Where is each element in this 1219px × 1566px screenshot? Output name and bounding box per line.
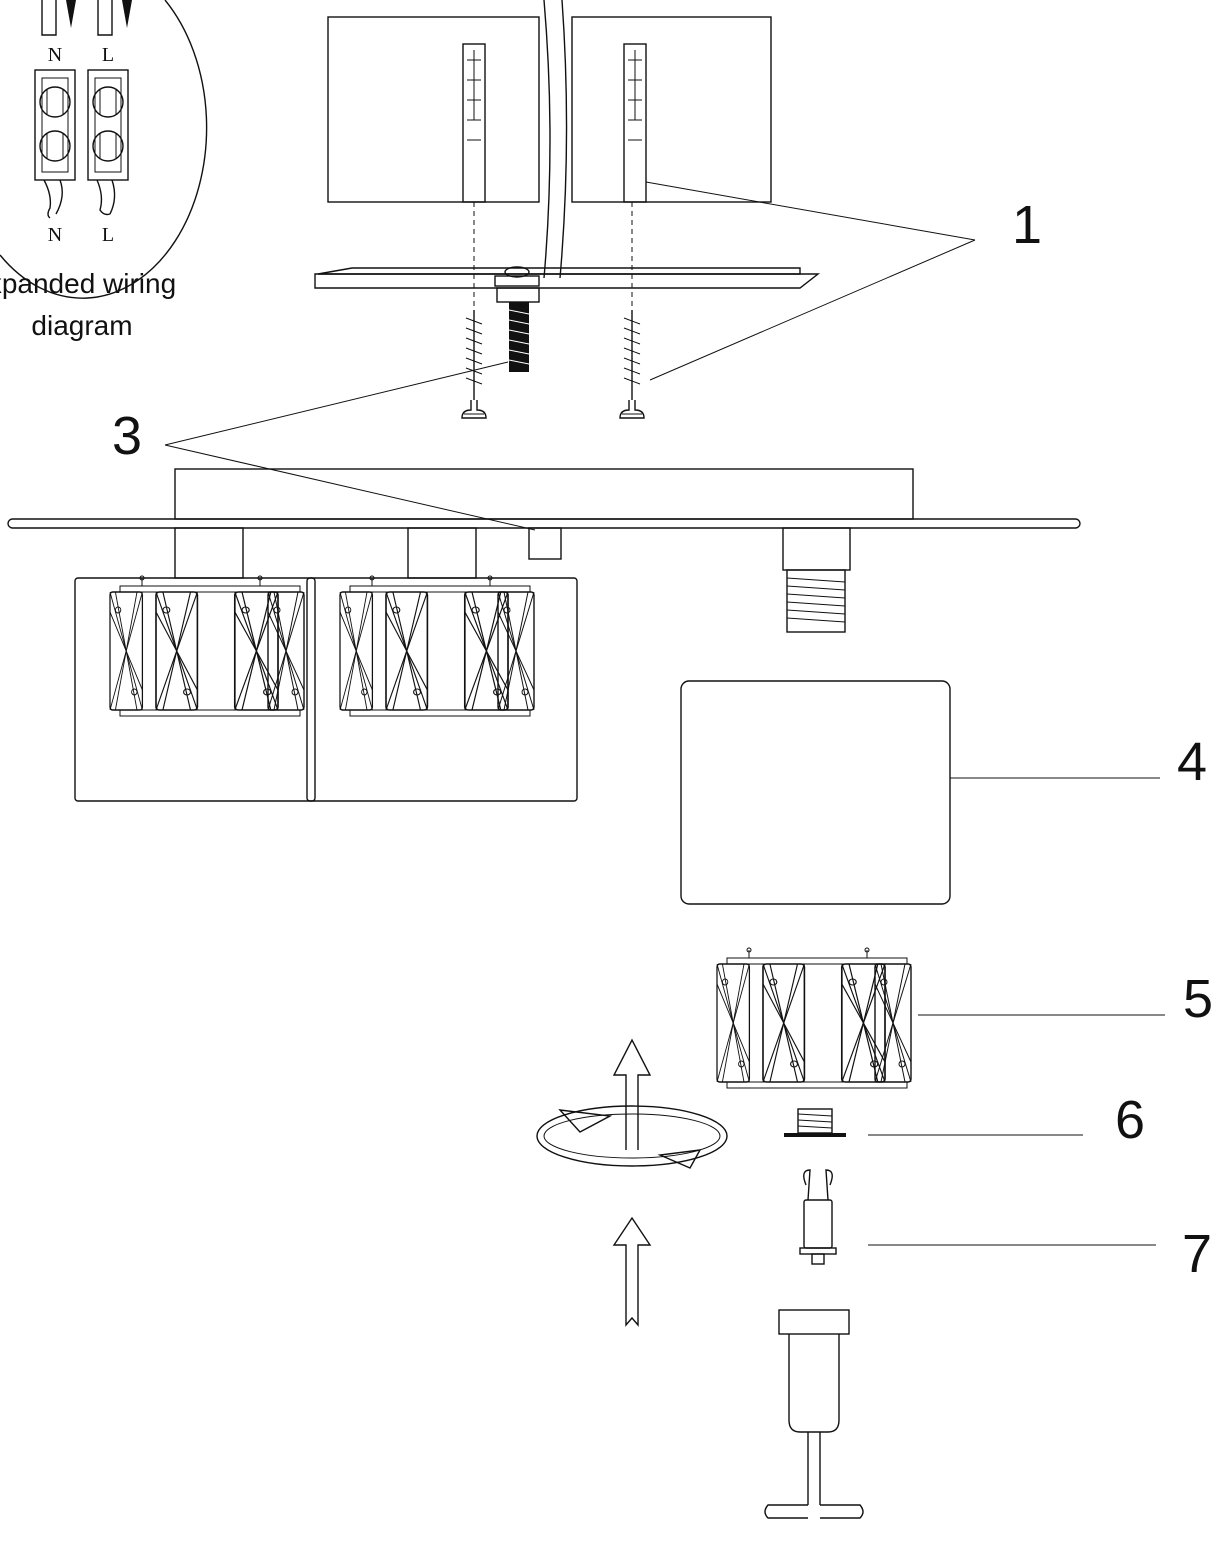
- ring-nut-part-6: [784, 1108, 846, 1137]
- wall-plug-left: [462, 43, 486, 203]
- mounting-bracket: [314, 266, 821, 289]
- wiring-detail: N L N L xpanded wiring diagram: [0, 0, 208, 341]
- terminal-block-l: [87, 69, 129, 181]
- callout-5: 5: [1183, 969, 1213, 1029]
- wiring-caption-line1: xpanded wiring: [0, 268, 176, 299]
- screw-left: [461, 309, 487, 419]
- shade-part-4: [680, 680, 951, 905]
- up-arrow-icon-lower: [612, 1216, 652, 1327]
- spot-shade-middle: [306, 576, 578, 802]
- crystal-ring-part-5: [717, 948, 911, 1088]
- terminal-label-l-bottom: L: [102, 224, 114, 246]
- wiring-detail-outline: [0, 0, 208, 299]
- callout-4: 4: [1177, 732, 1207, 792]
- up-arrow-icon-upper: [612, 1038, 652, 1150]
- terminal-label-l-top: L: [102, 44, 114, 66]
- terminal-block-n: [34, 69, 76, 181]
- terminal-label-n-bottom: N: [48, 224, 62, 246]
- callout-6: 6: [1115, 1090, 1145, 1150]
- callout-3: 3: [112, 406, 142, 466]
- bulb-part-7: [799, 1169, 837, 1265]
- bulb-tool: [764, 1309, 864, 1519]
- base-plate: [7, 468, 1081, 560]
- terminal-label-n-top: N: [48, 44, 62, 66]
- ceiling-blocks: [327, 0, 772, 279]
- spot-shade-left: [74, 576, 316, 802]
- threaded-rod: [496, 287, 540, 372]
- callout-7: 7: [1182, 1224, 1212, 1284]
- wiring-caption-line2: diagram: [31, 310, 132, 341]
- wall-plug-right: [623, 43, 647, 203]
- rotate-arrow-icon: [536, 1105, 728, 1169]
- screw-right: [619, 309, 645, 419]
- callout-1: 1: [1012, 195, 1042, 255]
- fixture-socket-mount: [782, 527, 851, 633]
